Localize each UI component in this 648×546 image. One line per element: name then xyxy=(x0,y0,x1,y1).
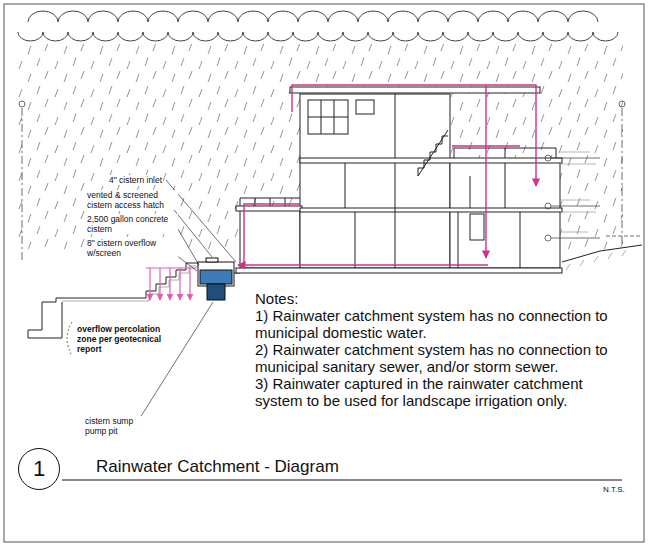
cistern xyxy=(198,262,234,286)
drawing-title: Rainwater Catchment - Diagram xyxy=(96,457,339,477)
house-section xyxy=(285,198,286,206)
house-section xyxy=(450,160,560,268)
house-section xyxy=(300,208,562,212)
note-text: 1) Rainwater catchment system has no con… xyxy=(254,307,621,341)
rain-cloud xyxy=(18,11,618,41)
level-marker xyxy=(551,158,600,159)
house-section xyxy=(255,198,256,206)
scale-note: N.T.S. xyxy=(602,485,626,495)
level-marker xyxy=(560,232,588,233)
house-section xyxy=(355,212,356,268)
house-section xyxy=(236,268,562,273)
terrain xyxy=(62,266,198,301)
overflow-flow xyxy=(189,268,190,300)
overflow-flow xyxy=(159,268,160,300)
leader-line xyxy=(138,302,213,421)
house-section xyxy=(356,100,374,114)
house-section xyxy=(505,163,506,208)
level-marker xyxy=(545,155,551,161)
property-line xyxy=(19,101,25,107)
property-line xyxy=(619,101,625,107)
zone-label: overflow percolation zone per geotecnica… xyxy=(76,324,170,354)
callout-label: 4" cistern inlet xyxy=(108,175,163,185)
note-text: 2) Rainwater catchment system has no con… xyxy=(254,341,621,375)
rain-cloud xyxy=(28,11,598,22)
house-section xyxy=(236,87,562,273)
house-section xyxy=(556,148,557,158)
terrain xyxy=(562,245,642,262)
level-marker xyxy=(545,235,551,241)
house-section xyxy=(308,100,348,134)
rainwater-flow xyxy=(452,145,520,146)
leader-line xyxy=(67,180,236,421)
rain-cloud xyxy=(18,32,618,41)
house-section xyxy=(300,94,450,268)
level-marker xyxy=(560,164,596,165)
sheet-frame xyxy=(4,4,644,542)
note-text: 3) Rainwater captured in the rainwater c… xyxy=(254,375,621,409)
property-line xyxy=(22,108,23,262)
house-section xyxy=(395,94,396,158)
overflow-flow xyxy=(149,268,150,300)
level-marker xyxy=(545,203,551,209)
house-section xyxy=(454,148,455,158)
level-marker xyxy=(560,200,590,201)
house-section xyxy=(240,198,241,206)
cistern xyxy=(198,258,234,300)
house-section xyxy=(520,212,521,268)
callout-label: 2,500 gallon concrete cistern xyxy=(86,214,178,234)
cistern xyxy=(200,270,232,284)
overflow-flow xyxy=(146,268,198,300)
rainwater-flow xyxy=(238,264,488,265)
house-section xyxy=(300,158,562,163)
cistern xyxy=(207,284,225,300)
house-section xyxy=(470,176,471,208)
view-number-circle: 1 xyxy=(18,448,60,490)
overflow-flow xyxy=(169,268,170,300)
callout-label: 8" cistern overflow w/screen xyxy=(86,238,178,258)
house-section xyxy=(458,212,459,268)
view-number: 1 xyxy=(33,458,45,480)
level-marker xyxy=(545,152,640,241)
house-section xyxy=(395,163,396,268)
rainwater-flow xyxy=(292,85,536,186)
cistern xyxy=(206,258,218,262)
house-section xyxy=(270,198,271,206)
house-section xyxy=(418,130,448,176)
rainwater-flow xyxy=(485,85,486,258)
terrain xyxy=(566,250,626,270)
rainwater-flow xyxy=(244,204,300,265)
overflow-flow xyxy=(179,268,180,300)
level-marker xyxy=(606,236,640,237)
level-marker xyxy=(551,206,600,207)
property-line xyxy=(622,108,623,244)
title-rule xyxy=(62,480,622,481)
house-section xyxy=(290,87,540,93)
house-section xyxy=(240,210,300,268)
notes-heading: Notes: xyxy=(254,290,299,307)
callout-label: cistern sump pump pit xyxy=(84,416,144,436)
callout-label: vented & screened cistern access hatch xyxy=(86,190,178,210)
house-section xyxy=(505,148,506,158)
title-rule xyxy=(62,480,622,481)
leader-line xyxy=(67,322,72,356)
house-section xyxy=(236,206,302,211)
rainwater-flow xyxy=(238,85,536,265)
level-marker xyxy=(551,238,600,239)
house-section xyxy=(308,117,348,118)
house-section xyxy=(345,163,346,208)
house-section xyxy=(470,214,484,240)
level-marker xyxy=(560,152,590,153)
level-marker xyxy=(560,212,596,213)
